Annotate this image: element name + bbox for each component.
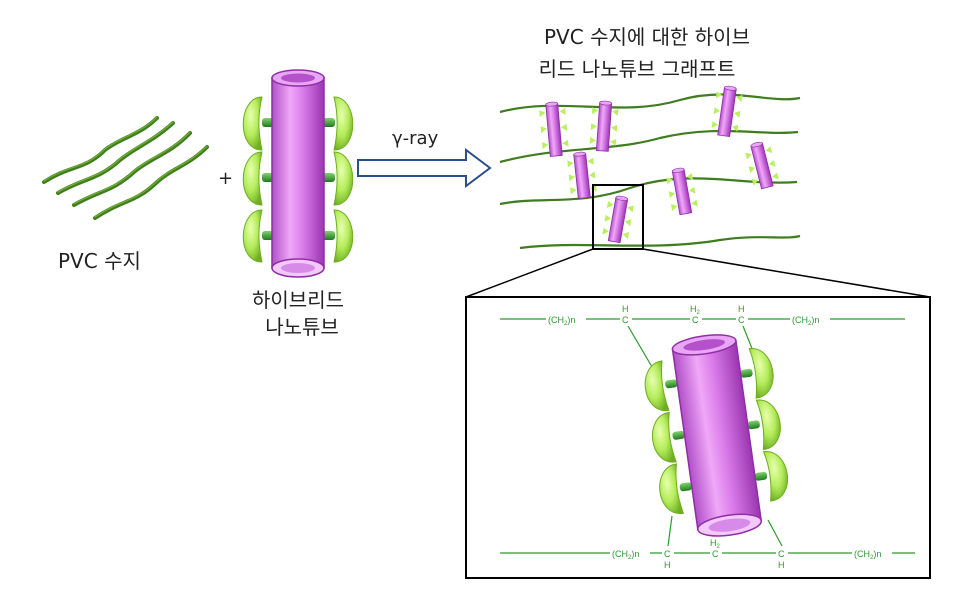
bottom-h2-label: H2 [710, 538, 721, 550]
gamma-ray-label: γ-ray [392, 128, 439, 149]
pvc-resin-strands [42, 116, 209, 220]
top-carbon-3: C [738, 315, 745, 325]
bottom-carbon-1: C [664, 549, 671, 559]
top-carbon-2: C [692, 315, 699, 325]
bond-bottom-right [767, 519, 783, 547]
pvc-chain [499, 177, 798, 206]
grafted-nanotubes [539, 85, 779, 244]
pvc-resin-label: PVC 수지 [58, 249, 141, 273]
grafted-nanotube [745, 141, 779, 190]
grafted-nanotube [567, 151, 597, 199]
zoom-line-left [465, 248, 594, 298]
bottom-carbon-2: C [712, 549, 719, 559]
bottom-hydrogen-3: H [778, 560, 785, 570]
caps-left [242, 96, 263, 263]
hybrid-nanotube [242, 69, 354, 278]
zoom-detail-chemistry: (CH2)n (CH2)n C H C H2 C H (CH2)n (CH2)n… [500, 304, 915, 570]
grafted-nanotube [666, 167, 698, 216]
pvc-strand [72, 131, 192, 207]
nanotube-cylinder [271, 77, 325, 269]
pvc-strand [93, 145, 209, 220]
bottom-ch2n-right: (CH2)n [854, 549, 881, 561]
graft-title-line1: PVC 수지에 대한 하이브 [544, 25, 750, 49]
top-carbon-1: C [622, 315, 629, 325]
caps-right [333, 96, 354, 263]
hybrid-nanotube-label-line2: 나노튜브 [265, 315, 339, 339]
bottom-carbon-3: C [778, 549, 785, 559]
pvc-strand [42, 116, 159, 184]
grafted-nanotube [589, 100, 619, 152]
zoom-selection-box [592, 184, 644, 250]
plus-sign: + [218, 168, 233, 189]
top-ch2n-right: (CH2)n [792, 315, 819, 327]
hybrid-nanotube-label-line1: 하이브리드 [252, 288, 344, 312]
bond-top-left [627, 325, 656, 373]
top-hydrogen-1: H [622, 304, 629, 314]
top-h2-label: H2 [690, 304, 701, 316]
gamma-ray-arrow [357, 148, 492, 188]
top-ch2n-left: (CH2)n [548, 315, 575, 327]
zoom-line-right [642, 248, 931, 298]
grafted-nanotube [539, 101, 569, 157]
zoomed-nanotube [644, 334, 789, 537]
top-hydrogen-3: H [738, 304, 745, 314]
pvc-strand [56, 121, 175, 195]
graft-title-line2: 리드 나노튜브 그래프트 [539, 57, 736, 81]
pvc-chain [499, 93, 801, 114]
bottom-ch2n-left: (CH2)n [612, 549, 639, 561]
grafted-nanotube [711, 85, 743, 138]
bond-bottom-left [667, 515, 673, 547]
pvc-chain [519, 234, 801, 250]
pvc-resin-strands-highlight [43, 116, 208, 218]
grafted-pvc-chains [499, 93, 801, 250]
bottom-hydrogen-1: H [664, 560, 671, 570]
grafted-nanotube [602, 195, 634, 244]
